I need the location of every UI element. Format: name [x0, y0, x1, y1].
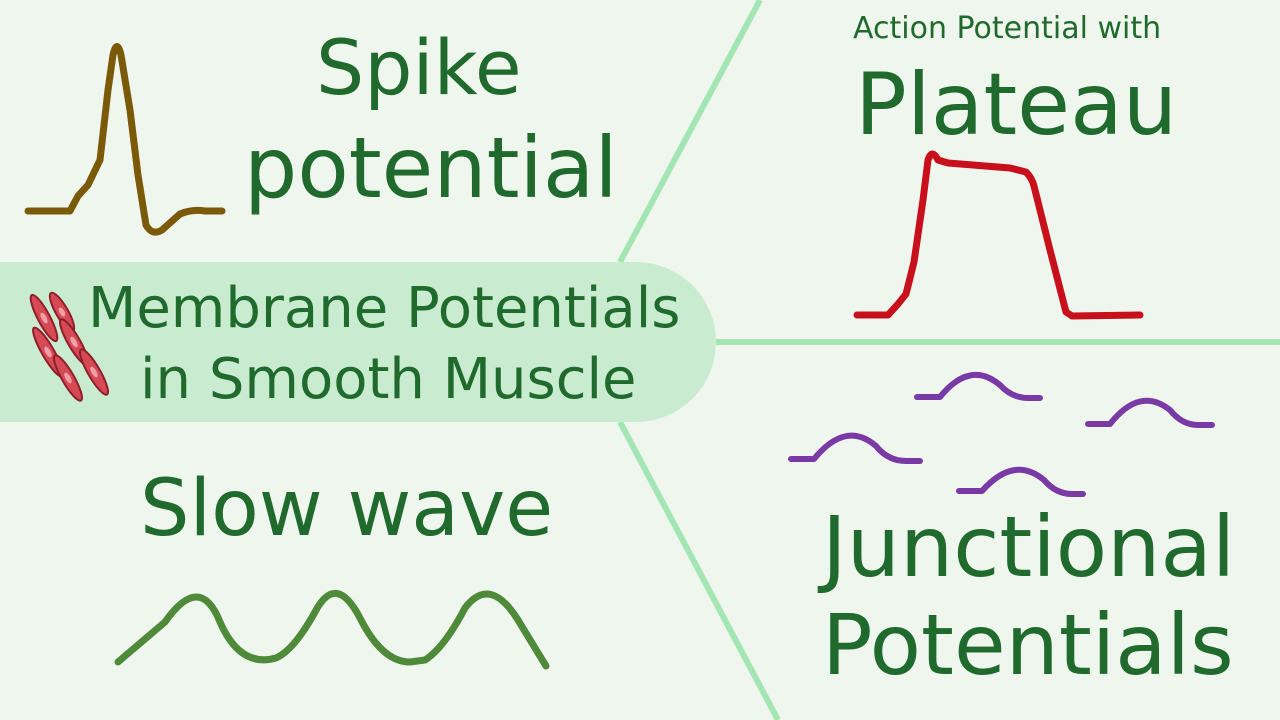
main-title-line-1: Membrane Potentials: [88, 276, 681, 341]
divider-bottom-diagonal: [617, 420, 781, 720]
plateau-label-prefix: Action Potential with: [853, 11, 1162, 46]
junctional-label-line-1: Junctional: [822, 498, 1236, 596]
smooth-muscle-cells-icon: [29, 291, 109, 402]
junctional-trace-2: [1085, 397, 1215, 428]
junctional-potential-traces: [788, 372, 1215, 497]
spike-label-line-2: potential: [244, 119, 618, 217]
junctional-trace-1: [914, 372, 1043, 401]
slow-wave-label: Slow wave: [140, 464, 554, 554]
junctional-label-line-2: Potentials: [822, 596, 1234, 694]
spike-potential-trace: [24, 43, 226, 236]
plateau-label: Plateau: [855, 55, 1178, 155]
junctional-trace-4: [956, 466, 1086, 497]
divider-top-diagonal: [617, 0, 763, 264]
plateau-potential-trace: [853, 150, 1144, 320]
title-banner: [0, 262, 716, 422]
junctional-trace-3: [788, 432, 923, 464]
main-title-line-2: in Smooth Muscle: [140, 347, 637, 412]
panel-dividers: [617, 0, 1280, 720]
spike-label-line-1: Spike: [316, 23, 522, 112]
slow-wave-trace: [114, 589, 550, 670]
